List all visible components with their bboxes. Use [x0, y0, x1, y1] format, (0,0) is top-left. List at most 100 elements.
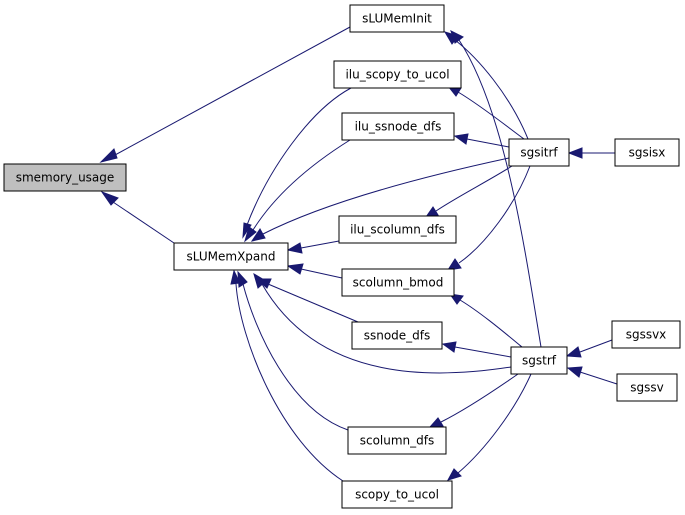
node-box — [611, 320, 681, 349]
node-scopy-to-ucol[interactable]: scopy_to_ucol — [341, 480, 453, 509]
edge-arrowhead — [253, 272, 267, 289]
edge-arrowhead — [286, 242, 303, 254]
node-label: scolumn_dfs — [360, 434, 435, 448]
edge-line — [262, 157, 510, 235]
node-label: sgssv — [630, 381, 663, 395]
edge-sLUMemXpand-to-smemory_usage — [100, 190, 175, 244]
edge-line — [458, 165, 531, 264]
node-smemory-usage[interactable]: smemory_usage — [3, 163, 127, 192]
edge-ilu_ssnode_dfs-to-sLUMemXpand — [244, 139, 351, 243]
node-scolumn-dfs[interactable]: scolumn_dfs — [347, 426, 447, 455]
edge-line — [235, 283, 344, 482]
edge-line — [242, 283, 349, 431]
node-box — [341, 268, 455, 297]
node-label: ilu_ssnode_dfs — [355, 120, 442, 134]
edge-arrowhead — [244, 226, 257, 243]
edge-sgsitrf-to-ilu_scolumn_dfs — [424, 165, 513, 218]
edge-arrowhead — [453, 133, 469, 145]
edge-sgssv-to-sgstrf — [566, 366, 618, 385]
node-box — [351, 321, 443, 350]
edge-arrowhead — [428, 417, 444, 428]
edge-line — [300, 240, 340, 249]
edge-scolumn_bmod-to-sLUMemXpand — [286, 263, 343, 279]
node-box — [3, 163, 127, 192]
edge-sgstrf-to-scolumn_bmod — [448, 293, 523, 348]
edge-arrowhead — [567, 147, 583, 159]
edge-line — [114, 26, 351, 156]
node-box — [338, 215, 457, 244]
edge-arrowhead — [441, 341, 457, 353]
edge-sgsitrf-to-sLUMemXpand — [250, 157, 510, 242]
edge-arrowhead — [237, 270, 248, 288]
edge-arrowhead — [446, 468, 462, 481]
edge-sgssvx-to-sgstrf — [565, 339, 613, 358]
node-scolumn-bmod[interactable]: scolumn_bmod — [341, 268, 455, 297]
edge-line — [458, 39, 542, 348]
edge-line — [267, 283, 359, 323]
node-sgssvx[interactable]: sgssvx — [611, 320, 681, 349]
node-ilu-ssnode-dfs[interactable]: ilu_ssnode_dfs — [341, 112, 455, 141]
node-label: sgsisx — [629, 146, 666, 160]
edge-sgsisx-to-sgsitrf — [567, 147, 615, 159]
edge-line — [440, 373, 519, 423]
edge-sLUMemInit-to-smemory_usage — [99, 26, 351, 163]
edge-scolumn_dfs-to-sLUMemXpand — [237, 270, 349, 431]
edge-sgsitrf-to-ilu_ssnode_dfs — [453, 133, 510, 148]
edge-line — [454, 346, 512, 358]
node-label: sgsitrf — [520, 146, 558, 160]
edge-sgstrf-to-ssnode_dfs — [441, 341, 512, 358]
node-label: scopy_to_ucol — [355, 488, 439, 502]
edges-layer — [99, 26, 618, 482]
edge-line — [454, 39, 529, 140]
node-sgsitrf[interactable]: sgsitrf — [508, 138, 570, 167]
edge-line — [435, 165, 513, 212]
node-sgssv[interactable]: sgssv — [616, 373, 678, 402]
edge-arrowhead — [230, 269, 241, 285]
edge-arrowhead — [565, 346, 582, 358]
edge-line — [579, 339, 613, 353]
edge-arrowhead — [286, 263, 304, 275]
node-box — [347, 426, 447, 455]
node-sgsisx[interactable]: sgsisx — [614, 138, 680, 167]
node-label: sLUMemInit — [362, 12, 432, 26]
node-box — [349, 4, 445, 33]
node-box — [616, 373, 678, 402]
edge-sgstrf-to-sLUMemInit — [450, 30, 542, 348]
node-label: ilu_scopy_to_ucol — [345, 68, 449, 82]
edge-arrowhead — [446, 258, 462, 271]
node-label: sgssvx — [626, 328, 667, 342]
node-box — [333, 60, 462, 89]
edge-line — [457, 373, 532, 474]
edge-line — [466, 138, 510, 148]
edge-line — [579, 371, 618, 385]
node-box — [341, 112, 455, 141]
node-label: smemory_usage — [16, 171, 115, 185]
edge-line — [300, 268, 343, 279]
node-ssnode-dfs[interactable]: ssnode_dfs — [351, 321, 443, 350]
edge-scopy_to_ucol-to-sLUMemXpand — [230, 269, 344, 482]
node-ilu-scopy-to-ucol[interactable]: ilu_scopy_to_ucol — [333, 60, 462, 89]
node-sgstrf[interactable]: sgstrf — [510, 346, 568, 375]
node-slumeminit[interactable]: sLUMemInit — [349, 4, 445, 33]
edge-sgstrf-to-sLUMemXpand — [253, 272, 512, 374]
nodes-layer: smemory_usage sLUMemInit ilu_scopy_to_ucol… — [3, 4, 681, 509]
node-label: sgstrf — [522, 354, 557, 368]
edge-line — [457, 91, 525, 140]
node-box — [508, 138, 570, 167]
node-label: ilu_scolumn_dfs — [350, 223, 445, 237]
edge-line — [252, 139, 351, 231]
edge-ilu_scolumn_dfs-to-sLUMemXpand — [286, 240, 340, 254]
node-box — [510, 346, 568, 375]
node-label: scolumn_bmod — [353, 276, 444, 290]
node-slumemxpand[interactable]: sLUMemXpand — [173, 242, 289, 271]
edge-ilu_scopy_to_ucol-to-sLUMemXpand — [242, 87, 352, 239]
node-label: ssnode_dfs — [364, 329, 431, 343]
node-box — [173, 242, 289, 271]
edge-line — [261, 283, 512, 374]
edge-line — [112, 201, 175, 244]
edge-arrowhead — [250, 228, 266, 242]
node-ilu-scolumn-dfs[interactable]: ilu_scolumn_dfs — [338, 215, 457, 244]
edge-arrowhead — [100, 190, 119, 206]
node-box — [341, 480, 453, 509]
